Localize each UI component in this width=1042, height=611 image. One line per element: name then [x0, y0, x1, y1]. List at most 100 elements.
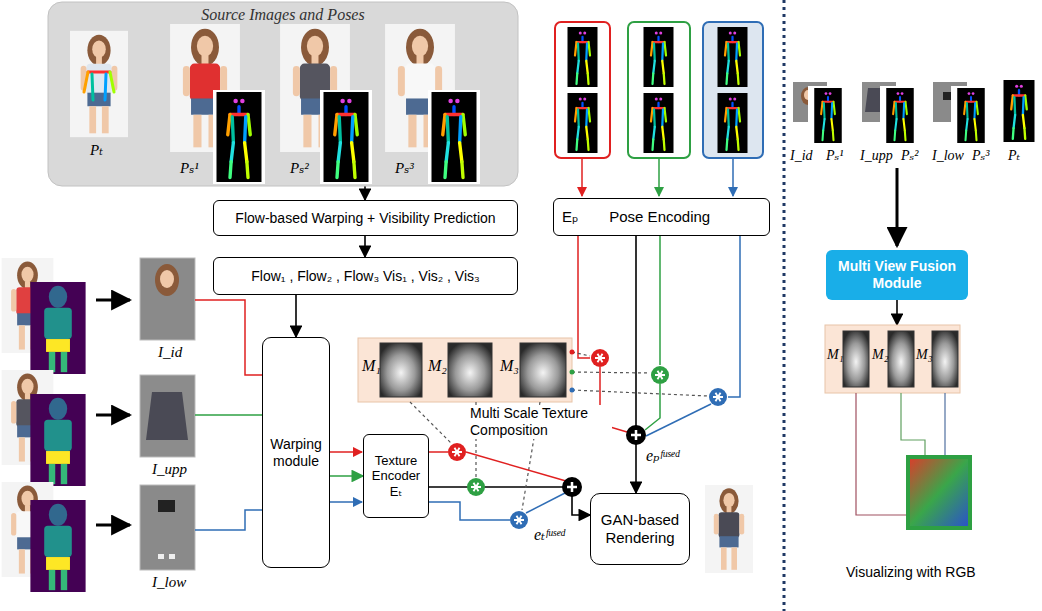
- connector: [364, 186, 366, 200]
- mask-line: [944, 393, 945, 455]
- mask-panel: [358, 338, 572, 402]
- texture-line: [526, 493, 565, 513]
- drawing-part: [572, 352, 590, 356]
- text-label: Pₛ²: [901, 148, 918, 163]
- pose: [644, 27, 674, 87]
- node-text: Eₚ: [562, 208, 578, 226]
- texture-line: [429, 451, 448, 453]
- mask-line: [856, 393, 906, 515]
- drawing-part: [651, 366, 669, 384]
- source-panel: [48, 2, 518, 186]
- source-panel-box: Source Images and Poses: [48, 2, 518, 186]
- connector: [896, 300, 898, 325]
- drawing-part: [84, 72, 88, 92]
- drawing-part: [514, 516, 524, 525]
- node-text: Multi View Fusion Module: [832, 258, 962, 292]
- mask: [843, 331, 869, 387]
- node-text: M₁: [827, 347, 844, 364]
- drawing-part: [169, 554, 175, 559]
- pose-frame: [951, 86, 991, 145]
- pose-line: [645, 384, 660, 430]
- drawing-part: [626, 425, 646, 445]
- pose: [644, 93, 674, 153]
- flow-line: [330, 501, 362, 503]
- connector: [635, 236, 637, 493]
- multiply-op: [651, 366, 669, 384]
- drawing-part: [591, 349, 609, 367]
- mask-dot: [570, 388, 575, 393]
- pose: [718, 93, 748, 153]
- pose-source-1: [217, 92, 262, 182]
- text-label: Pₛ¹: [180, 160, 199, 177]
- pose-frame: [428, 90, 480, 184]
- sum-op: [626, 425, 646, 445]
- pose-overlay: [84, 72, 114, 100]
- pose: [957, 88, 985, 143]
- output-image: [705, 485, 753, 573]
- drawing-part: [105, 74, 106, 100]
- drawing-part: [452, 448, 462, 457]
- pose-source-3: [432, 92, 477, 182]
- pose-line: [578, 236, 590, 358]
- node-text: M₂: [428, 356, 447, 375]
- drawing-part: [510, 511, 528, 529]
- multiply-op: [591, 349, 609, 367]
- pose-pair-red: [555, 22, 610, 158]
- drawing-part: [595, 354, 605, 363]
- image-id: [140, 258, 195, 340]
- drawing-part: [155, 264, 179, 296]
- drawing-part: [92, 74, 93, 100]
- drawing-part: [631, 430, 641, 440]
- pose-arrow: [581, 158, 583, 196]
- connector: [330, 475, 363, 477]
- segmentation: [30, 394, 85, 486]
- pose-line: [728, 236, 740, 397]
- mask: [448, 343, 492, 397]
- multiply-op: [709, 388, 727, 406]
- mask: [888, 331, 914, 387]
- mask-panel: [825, 325, 960, 393]
- input-line: [195, 300, 262, 375]
- pose-frame: [213, 90, 265, 184]
- text-label: I_upp: [152, 461, 187, 478]
- mask-panel-box: M₁M₂M₃: [825, 325, 960, 393]
- text-label: Pₛ¹: [826, 148, 843, 163]
- node-text: M₂: [872, 347, 889, 364]
- text-label: I_upp: [860, 148, 893, 163]
- mask-dot: [570, 370, 575, 375]
- mask-dotted-lines: [410, 352, 708, 510]
- pose: [568, 93, 598, 153]
- mask-panel-box: M₁M₂M₃: [358, 338, 572, 402]
- text-label: Pₛ³: [395, 160, 414, 177]
- drawing-part: [110, 72, 114, 92]
- pose: [568, 27, 598, 87]
- texture-line: [429, 502, 510, 520]
- pose-frame: [880, 86, 920, 145]
- pose-pair-green: [628, 22, 690, 158]
- rgb-visualization: [908, 457, 970, 528]
- drawing-part: [709, 388, 727, 406]
- node-text: Flow₁ , Flow₂ , Flow₃ Vis₁ , Vis₂ , Vis₃: [251, 268, 480, 285]
- node-text: Flow-based Warping + Visibility Predicti…: [235, 210, 495, 227]
- image-upper: [140, 375, 195, 457]
- text-label: Pₛ²: [290, 160, 309, 177]
- image-lower: [140, 485, 195, 570]
- drawing-part: [140, 375, 195, 457]
- text-label: I_id: [158, 344, 182, 361]
- drawing-part: [140, 485, 195, 570]
- pose-target: [1004, 80, 1035, 142]
- drawing-part: [567, 482, 577, 492]
- text-label: Pₜ: [90, 142, 103, 159]
- pose-frame: [320, 90, 372, 184]
- drawing-part: [158, 500, 175, 512]
- encoder-box: EₚPose Encoding: [553, 198, 770, 236]
- sum-op: [562, 477, 582, 497]
- drawing-part: [448, 443, 466, 461]
- mask: [932, 331, 958, 387]
- arrow: [96, 414, 130, 417]
- arrow: [96, 524, 130, 527]
- divider: [783, 0, 786, 611]
- drawing-part: [713, 393, 723, 402]
